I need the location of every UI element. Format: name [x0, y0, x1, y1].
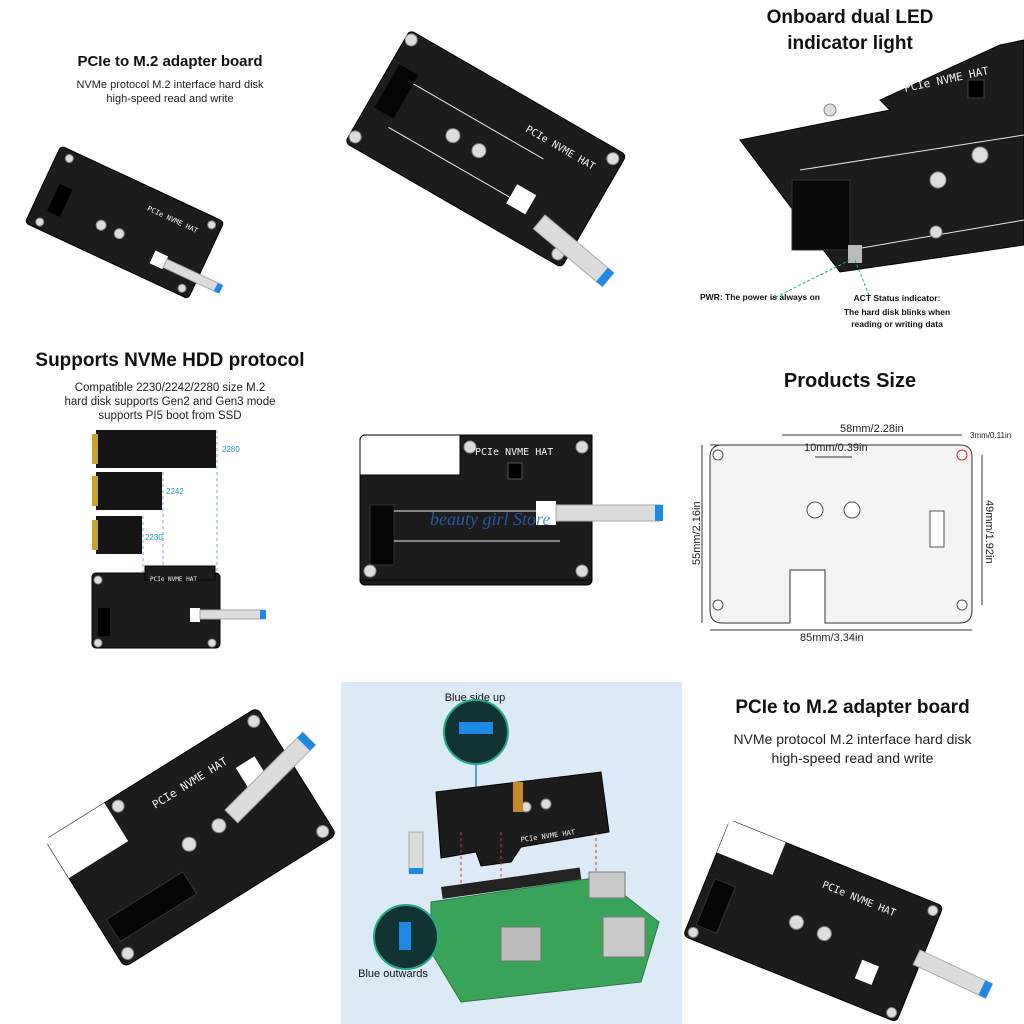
cell3-title-line2: indicator light — [787, 33, 913, 54]
cell1-subtitle-line1: NVMe protocol M.2 interface hard disk — [76, 79, 264, 91]
cell8-assembly-illustration: PCIe NVME HAT — [373, 699, 660, 1003]
cell3-act-label-line3: reading or writing data — [851, 319, 943, 329]
cell6-dim-width-top: 58mm/2.28in — [840, 423, 904, 435]
cell3-pwr-label: PWR: The power is always on — [700, 292, 820, 302]
cell4-size-2280: 2280 — [222, 445, 240, 454]
cell1-board-image: PCIe NVME HAT — [25, 146, 224, 299]
cell8-label-bottom: Blue outwards — [358, 968, 428, 980]
cell5-watermark: beauty girl Store — [430, 509, 550, 529]
cell4-subtitle-line1: Compatible 2230/2242/2280 size M.2 — [74, 382, 266, 394]
cell1-title: PCIe to M.2 adapter board — [77, 53, 263, 70]
cell4-subtitle-line2: hard disk supports Gen2 and Gen3 mode — [64, 396, 276, 408]
cell3-board-closeup: PCIe NVME HAT — [739, 39, 1024, 301]
cell9-title: PCIe to M.2 adapter board — [735, 697, 970, 718]
cell3-title-line1: Onboard dual LED — [766, 7, 934, 28]
cell9-subtitle-line2: high-speed read and write — [771, 750, 934, 766]
cell6-dimension-diagram: 58mm/2.28in 10mm/0.39in 3mm/0.11in 55mm/… — [691, 423, 1011, 644]
cell6-title: Products Size — [783, 370, 917, 392]
cell2-board-image: PCIe NVME HAT — [346, 31, 626, 288]
cell6-dim-width-bottom: 85mm/3.34in — [800, 632, 864, 644]
cell8-label-top: Blue side up — [444, 692, 506, 704]
cell5-board-image: PCIe NVME HAT beauty girl Store — [359, 434, 663, 586]
cell9-subtitle-line1: NVMe protocol M.2 interface hard disk — [733, 731, 972, 747]
cell4-size-2242: 2242 — [166, 487, 184, 496]
cell5-silk-label: PCIe NVME HAT — [475, 447, 553, 458]
cell4-size-2230: 2230 — [145, 533, 163, 542]
cell3-act-label-line1: ACT Status indicator: — [853, 293, 941, 303]
cell3-act-label-line2: The hard disk blinks when — [843, 307, 951, 317]
cell9-board-image: PCIe NVME HAT — [684, 820, 994, 1022]
cell1-subtitle-line2: high-speed read and write — [106, 93, 234, 105]
cell6-dim-height-left: 55mm/2.16in — [691, 501, 703, 565]
cell6-dim-slot: 10mm/0.39in — [804, 442, 868, 454]
cell7-board-image: PCIe NVME HAT — [45, 709, 335, 966]
cell4-subtitle-line3: supports PI5 boot from SSD — [98, 410, 242, 422]
cell4-ssd-sizes-diagram: 2280 2242 2230 PCIe NVME HAT — [91, 430, 266, 649]
cell6-dim-hole: 3mm/0.11in — [970, 431, 1011, 440]
cell6-dim-height-right: 49mm/1.92in — [983, 500, 995, 564]
cell4-title: Supports NVMe HDD protocol — [35, 350, 305, 371]
cell4-silk-label: PCIe NVME HAT — [150, 576, 197, 583]
